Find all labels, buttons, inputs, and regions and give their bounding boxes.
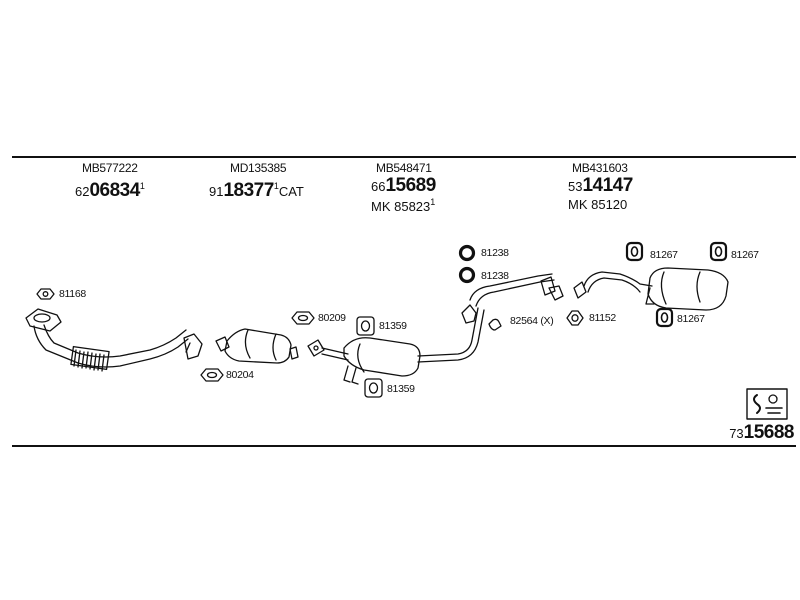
gasket-80204-icon [200, 368, 224, 382]
oe-number-1: MB577222 [82, 161, 138, 175]
centre-silencer-icon [307, 307, 485, 385]
gasket-80209-icon [291, 311, 315, 325]
article-sup: 1 [273, 181, 279, 191]
part-label-80209: 80209 [318, 312, 346, 324]
gasket-81152-icon [566, 310, 584, 326]
rubber-ring-81267-icon-3 [655, 307, 674, 328]
article-suffix: CAT [278, 184, 304, 199]
article-sup: 1 [139, 181, 145, 191]
article-prefix: 91 [209, 184, 224, 199]
article-number-3: 6615689 [371, 176, 436, 197]
part-label-81238-1: 81238 [481, 247, 509, 259]
part-label-81359-lower: 81359 [387, 383, 415, 395]
oe-number-2: MD135385 [230, 161, 287, 175]
diagram-number: 7315688 [729, 422, 794, 444]
rubber-mount-81359-lower-icon [364, 378, 383, 398]
part-label-80204: 80204 [226, 369, 254, 381]
mk-text: MK 85823 [371, 199, 431, 214]
front-pipe-icon [25, 308, 203, 372]
fitting-kit-icon [746, 388, 788, 420]
article-number-1: 62068341 [75, 176, 145, 202]
article-main: 06834 [89, 180, 140, 201]
part-label-81359-upper: 81359 [379, 320, 407, 332]
mk-sup: 1 [430, 197, 436, 207]
rubber-mount-81359-upper-icon [356, 316, 375, 336]
oe-number-3: MB548471 [376, 161, 432, 175]
part-label-81267-1: 81267 [650, 249, 678, 261]
article-prefix: 66 [371, 179, 386, 194]
diagram-number-main: 15688 [743, 422, 795, 443]
mk-number-3: MK 858231 [371, 197, 435, 214]
article-main: 14147 [582, 175, 633, 196]
top-rule [12, 156, 796, 158]
article-main: 15689 [385, 175, 436, 196]
article-prefix: 62 [75, 184, 90, 199]
ring-81238-icon-2 [458, 266, 476, 284]
gasket-81168-icon [36, 288, 55, 300]
part-label-81267-2: 81267 [731, 249, 759, 261]
ring-81238-icon-1 [458, 244, 476, 262]
part-label-81267-3: 81267 [677, 313, 705, 325]
part-label-81168: 81168 [59, 288, 86, 300]
rear-silencer-icon [573, 267, 729, 311]
article-number-4: 5314147 [568, 176, 633, 197]
intermediate-pipe-icon [461, 273, 564, 324]
rubber-ring-81267-icon-2 [709, 241, 728, 262]
bottom-rule [12, 445, 796, 447]
article-number-2: 91183771CAT [209, 176, 304, 202]
diagram-number-prefix: 73 [729, 426, 744, 441]
article-main: 18377 [223, 180, 274, 201]
mk-text: MK 85120 [568, 197, 628, 212]
clamp-82564-icon [488, 318, 502, 331]
part-label-82564: 82564 (X) [510, 315, 554, 327]
catalytic-converter-icon [215, 328, 299, 364]
oe-number-4: MB431603 [572, 161, 628, 175]
article-prefix: 53 [568, 179, 583, 194]
part-label-81238-2: 81238 [481, 270, 509, 282]
part-label-81152: 81152 [589, 312, 616, 324]
mk-number-4: MK 85120 [568, 197, 627, 212]
rubber-ring-81267-icon-1 [625, 241, 644, 262]
